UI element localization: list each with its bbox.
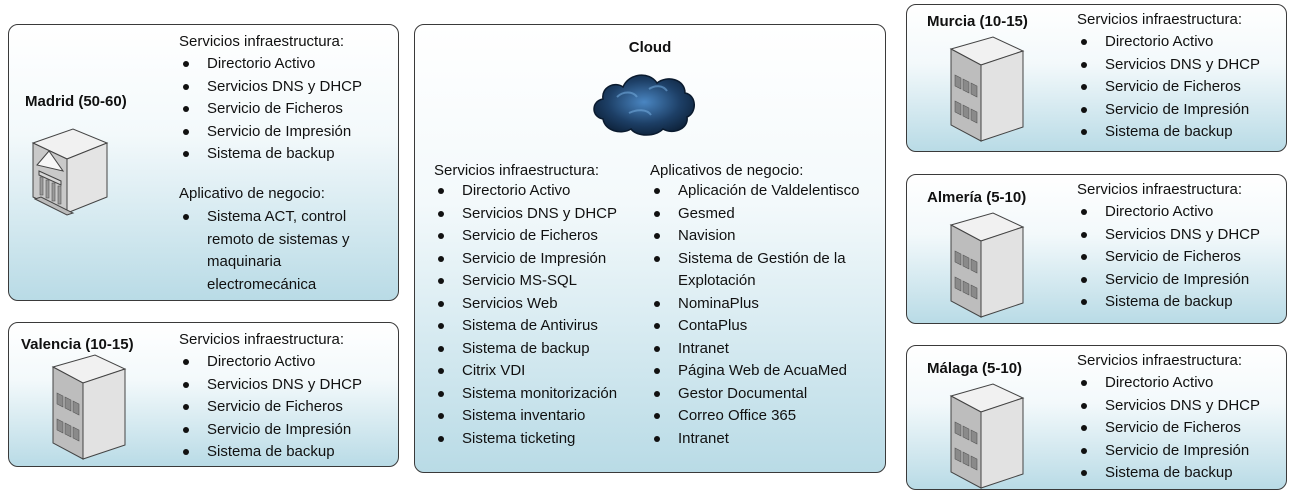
infra-heading: Servicios infraestructura:	[1077, 11, 1243, 28]
infra-heading: Servicios infraestructura:	[179, 33, 345, 50]
site-title: Murcia (10-15)	[927, 13, 1028, 30]
list-item: Sistema de backup	[1077, 462, 1260, 485]
list-item: Servicios Web	[434, 293, 617, 316]
list-item: ContaPlus	[650, 315, 882, 338]
list-item: Servicio MS-SQL	[434, 270, 617, 293]
list-item: Servicio de Impresión	[1077, 269, 1260, 292]
infra-heading: Servicios infraestructura:	[434, 162, 600, 179]
list-item: Servicio de Impresión	[434, 248, 617, 271]
infra-heading: Servicios infraestructura:	[1077, 181, 1243, 198]
list-item: Aplicación de Valdelentisco	[650, 180, 882, 203]
list-item: Sistema ACT, control remoto de sistemas …	[179, 206, 379, 296]
site-title: Valencia (10-15)	[21, 336, 134, 353]
infra-heading: Servicios infraestructura:	[179, 331, 345, 348]
list-item: Servicio de Ficheros	[1077, 246, 1260, 269]
list-item: Sistema inventario	[434, 405, 617, 428]
list-item: Servicios DNS y DHCP	[1077, 224, 1260, 247]
list-item: Servicio de Ficheros	[179, 396, 362, 419]
list-item: Directorio Activo	[1077, 372, 1260, 395]
list-item: Directorio Activo	[434, 180, 617, 203]
list-item: Sistema de backup	[1077, 291, 1260, 314]
list-item: Servicio de Impresión	[179, 121, 362, 144]
list-item: Directorio Activo	[1077, 201, 1260, 224]
list-item: Servicio de Impresión	[1077, 440, 1260, 463]
list-item: Directorio Activo	[1077, 31, 1260, 54]
office-building-icon	[52, 354, 126, 460]
list-item: Gestor Documental	[650, 383, 882, 406]
infra-list: Directorio Activo Servicios DNS y DHCP S…	[434, 180, 617, 450]
list-item: Navision	[650, 225, 882, 248]
business-heading: Aplicativos de negocio:	[650, 162, 804, 179]
list-item: Servicios DNS y DHCP	[1077, 54, 1260, 77]
infra-list: Directorio Activo Servicios DNS y DHCP S…	[179, 351, 362, 464]
government-building-icon	[31, 128, 109, 216]
list-item: Intranet	[650, 338, 882, 361]
site-title: Málaga (5-10)	[927, 360, 1023, 377]
list-item: Página Web de AcuaMed	[650, 360, 882, 383]
site-box-murcia: Murcia (10-15) Servicios infraestructura…	[906, 4, 1287, 152]
list-item: Correo Office 365	[650, 405, 882, 428]
list-item: Servicios DNS y DHCP	[434, 203, 617, 226]
infra-list: Directorio Activo Servicios DNS y DHCP S…	[1077, 372, 1260, 485]
business-heading: Aplicativo de negocio:	[179, 185, 325, 202]
list-item: Sistema de backup	[434, 338, 617, 361]
infra-list: Directorio Activo Servicios DNS y DHCP S…	[1077, 31, 1260, 144]
office-building-icon	[950, 383, 1024, 489]
office-building-icon	[950, 212, 1024, 318]
list-item: Gesmed	[650, 203, 882, 226]
list-item: Servicios DNS y DHCP	[1077, 395, 1260, 418]
cloud-icon	[593, 74, 695, 136]
list-item: Sistema de Gestión de la Explotación	[650, 248, 882, 293]
site-box-almeria: Almería (5-10) Servicios infraestructura…	[906, 174, 1287, 324]
site-title: Almería (5-10)	[927, 189, 1027, 206]
list-item: Intranet	[650, 428, 882, 451]
business-list: Aplicación de Valdelentisco Gesmed Navis…	[650, 180, 882, 450]
list-item: Servicios DNS y DHCP	[179, 374, 362, 397]
list-item: Servicio de Ficheros	[179, 98, 362, 121]
site-box-cloud: Cloud Servicios infraestructura: Directo…	[414, 24, 886, 473]
list-item: Servicio de Impresión	[179, 419, 362, 442]
site-box-madrid: Madrid (50-60) Servicios infraestructura…	[8, 24, 399, 301]
site-box-valencia: Valencia (10-15) Servicios infraestructu…	[8, 322, 399, 467]
site-box-malaga: Málaga (5-10) Servicios infraestructura:…	[906, 345, 1287, 490]
site-title: Madrid (50-60)	[25, 93, 127, 110]
infra-heading: Servicios infraestructura:	[1077, 352, 1243, 369]
list-item: Sistema de backup	[1077, 121, 1260, 144]
list-item: Servicio de Ficheros	[1077, 417, 1260, 440]
list-item: Directorio Activo	[179, 53, 362, 76]
list-item: Servicio de Impresión	[1077, 99, 1260, 122]
list-item: Servicio de Ficheros	[434, 225, 617, 248]
infra-list: Directorio Activo Servicios DNS y DHCP S…	[179, 53, 362, 166]
list-item: Servicio de Ficheros	[1077, 76, 1260, 99]
infra-list: Directorio Activo Servicios DNS y DHCP S…	[1077, 201, 1260, 314]
office-building-icon	[950, 36, 1024, 142]
list-item: Servicios DNS y DHCP	[179, 76, 362, 99]
list-item: Sistema monitorización	[434, 383, 617, 406]
list-item: Directorio Activo	[179, 351, 362, 374]
list-item: Sistema de backup	[179, 143, 362, 166]
list-item: Citrix VDI	[434, 360, 617, 383]
list-item: NominaPlus	[650, 293, 882, 316]
list-item: Sistema de backup	[179, 441, 362, 464]
list-item: Sistema de Antivirus	[434, 315, 617, 338]
list-item: Sistema ticketing	[434, 428, 617, 451]
business-list: Sistema ACT, control remoto de sistemas …	[179, 206, 379, 296]
cloud-title: Cloud	[628, 39, 672, 56]
